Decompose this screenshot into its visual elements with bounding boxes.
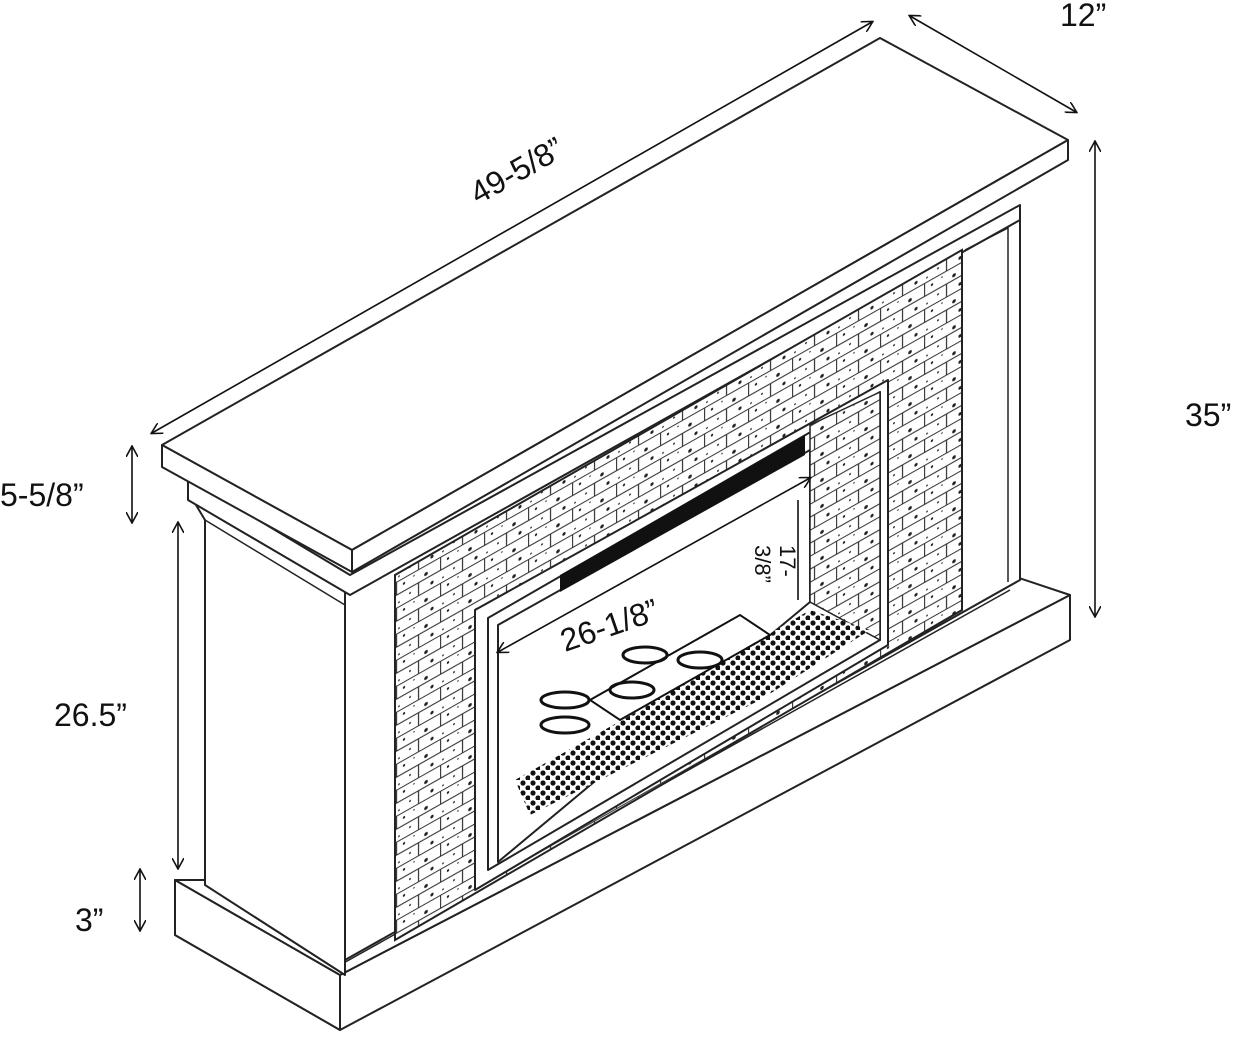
top-thickness-label: 5-5/8” [0,477,84,513]
firebox-height-label-line2: 3/8” [750,545,775,583]
firebox-height-label-line1: 17- [775,545,800,577]
body-height-label: 26.5” [54,697,127,733]
dimension-lines [132,16,1095,930]
depth-label: 12” [1060,0,1106,33]
ember-bed [515,610,870,815]
width-label: 49-5/8” [464,130,570,211]
firebox-width-arrow [498,478,810,652]
depth-arrow [910,16,1076,112]
firebox-side-wall [809,390,881,642]
width-arrow [152,22,872,433]
height-label: 35” [1185,397,1231,433]
base-height-label: 3” [75,902,103,938]
